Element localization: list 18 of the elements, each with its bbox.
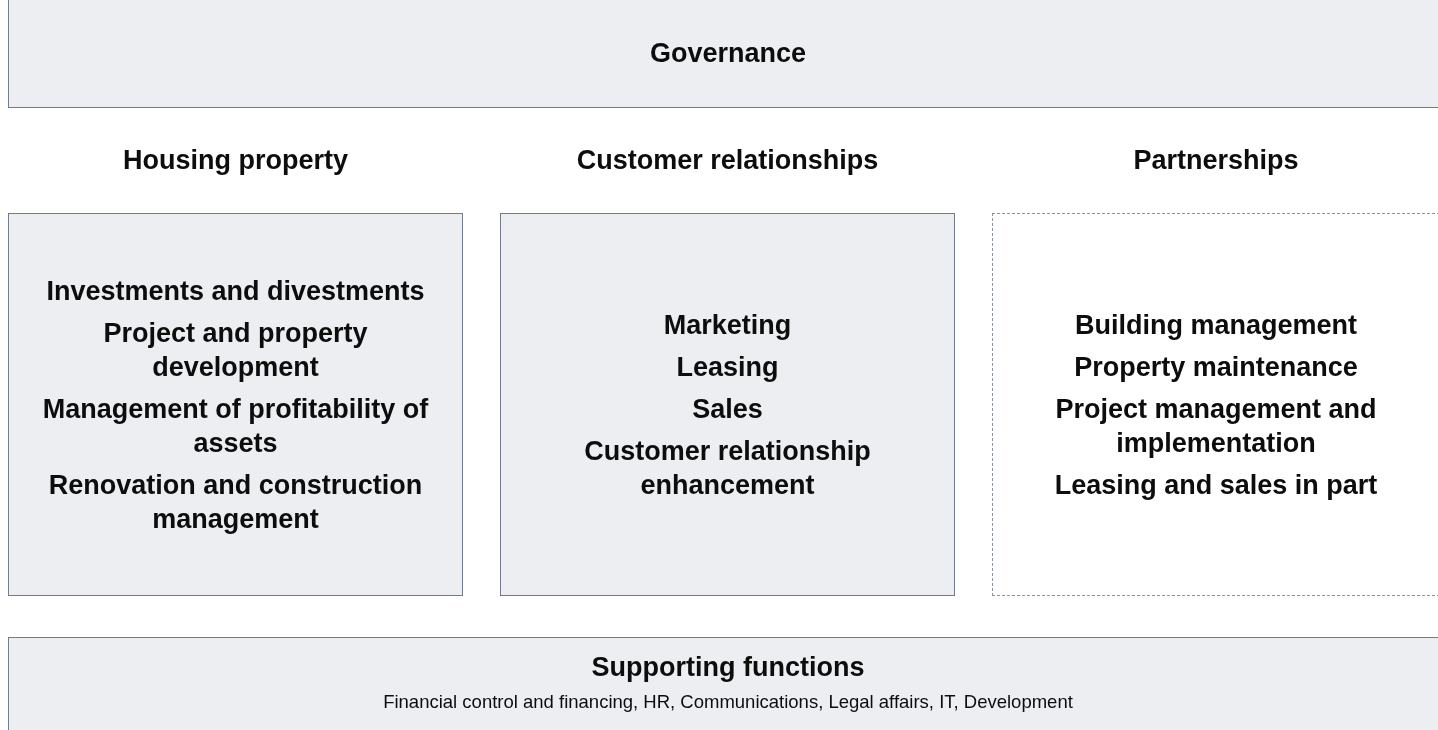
band-description: Financial control and financing, HR, Communications, Legal affairs, IT, Development [383, 691, 1073, 713]
band-title: Governance [649, 37, 807, 69]
function-item: Sales [692, 392, 763, 426]
function-item: Leasing and sales in part [1054, 468, 1378, 502]
column-heading: Housing property [122, 145, 349, 176]
function-item: Leasing [676, 350, 779, 384]
function-item: Project and property development [102, 316, 369, 384]
function-item: Customer relationship enhancement [583, 434, 872, 502]
function-item: Renovation and construction management [47, 468, 424, 536]
function-item: Management of profitability of assets [41, 392, 430, 460]
function-item: Property maintenance [1074, 350, 1358, 384]
column-heading: Customer relationships [575, 145, 880, 176]
function-item: Marketing [663, 308, 792, 342]
function-item: Investments and divestments [46, 274, 425, 308]
column-heading: Partnerships [1132, 145, 1300, 176]
function-item: Building management [1075, 308, 1357, 342]
function-item: Project management and implementation [1054, 392, 1378, 460]
band-title: Supporting functions [591, 652, 865, 683]
